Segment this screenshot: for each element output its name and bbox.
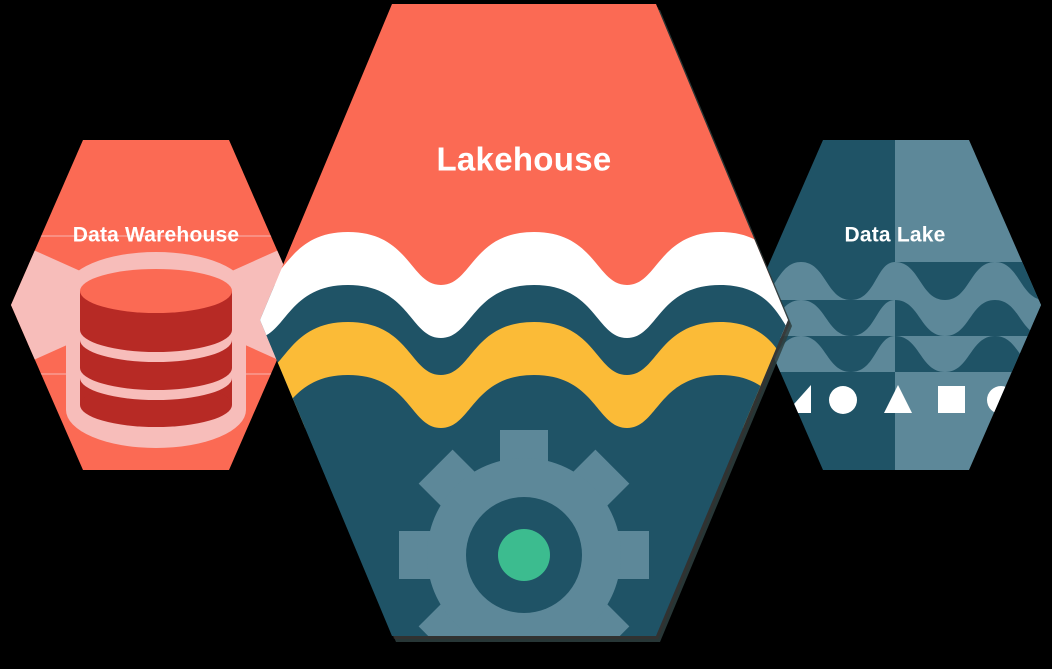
database-cylinder-icon [66, 252, 246, 448]
gear-center-dot [498, 529, 550, 581]
dw-cylinder-stripe-1 [80, 330, 232, 362]
dw-cylinder-stripe-2 [80, 368, 232, 400]
node-data-warehouse[interactable]: Data Warehouse [0, 130, 320, 480]
square-icon [938, 386, 965, 413]
dw-cylinder-top-cap [80, 269, 232, 313]
lh-wave-white-upper-fill [260, 232, 788, 285]
dl-wave-r3 [895, 336, 1041, 372]
node-lakehouse[interactable]: Lakehouse [255, 0, 800, 669]
gear-icon [399, 430, 649, 636]
dw-band-seam-top [11, 235, 301, 237]
dl-wave-l3 [751, 336, 895, 372]
dl-wave-r1 [895, 262, 1041, 300]
triangle-icon [884, 385, 912, 413]
circle-icon [829, 386, 857, 414]
data-warehouse-label: Data Warehouse [73, 224, 240, 247]
circle-icon [987, 386, 1015, 414]
lakehouse-label: Lakehouse [436, 141, 611, 178]
data-lake-label: Data Lake [844, 224, 945, 247]
node-data-lake[interactable]: Data Lake [745, 130, 1047, 480]
dl-wave-l1 [751, 262, 895, 300]
